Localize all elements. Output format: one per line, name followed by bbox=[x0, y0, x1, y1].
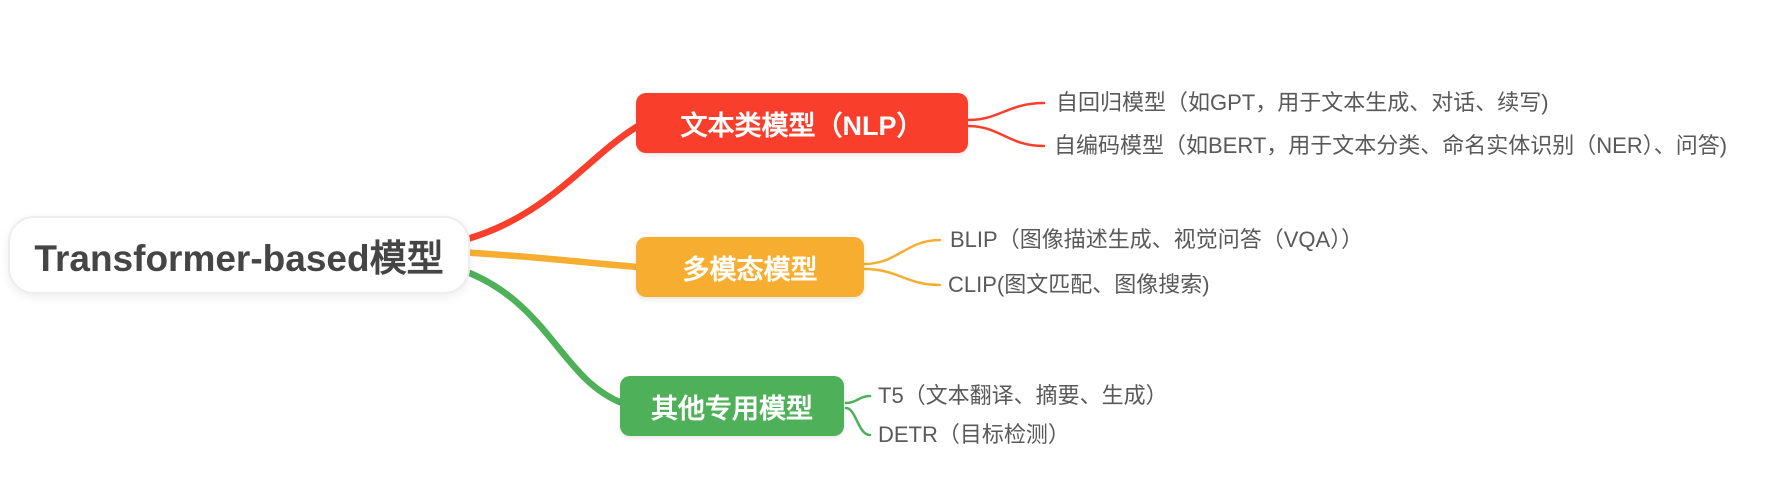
connector-root-to-multimodal bbox=[454, 248, 642, 271]
branch-node-multimodal[interactable]: 多模态模型 bbox=[636, 237, 864, 297]
leaf-clip[interactable]: CLIP(图文匹配、图像搜索) bbox=[948, 272, 1210, 297]
leaf-t5[interactable]: T5（文本翻译、摘要、生成） bbox=[878, 383, 1168, 408]
leaf-autoregressive-gpt[interactable]: 自回归模型（如GPT，用于文本生成、对话、续写) bbox=[1056, 90, 1549, 115]
leaf-blip[interactable]: BLIP（图像描述生成、视觉问答（VQA）） bbox=[950, 227, 1364, 252]
leaf-detr[interactable]: DETR（目标检测） bbox=[878, 422, 1070, 447]
connector-other-to-detr bbox=[844, 406, 872, 437]
root-topic[interactable]: Transformer-based模型 bbox=[8, 216, 470, 294]
branch-node-text-models-nlp[interactable]: 文本类模型（NLP） bbox=[636, 93, 968, 153]
leaf-autoencoder-bert[interactable]: 自编码模型（如BERT，用于文本分类、命名实体识别（NER）、问答) bbox=[1054, 133, 1728, 158]
connector-multimodal-to-blip bbox=[862, 238, 942, 266]
connector-multimodal-to-clip bbox=[862, 267, 942, 287]
connector-other-to-t5 bbox=[844, 394, 872, 405]
connector-root-to-other-models bbox=[446, 262, 626, 407]
branch-node-other-specialized[interactable]: 其他专用模型 bbox=[620, 376, 844, 436]
connector-text-models-to-autoregressive bbox=[966, 101, 1046, 122]
connector-text-models-to-autoencoder bbox=[966, 124, 1046, 148]
connector-root-to-text-models bbox=[448, 122, 642, 247]
